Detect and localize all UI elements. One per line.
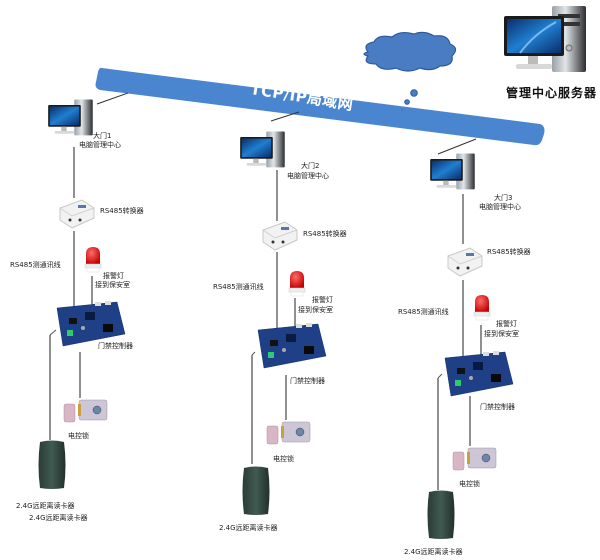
link-door1 bbox=[96, 92, 129, 105]
server-computer-icon bbox=[504, 6, 586, 72]
server-label: 管理中心服务器 bbox=[506, 86, 598, 100]
door3-converter-label: RS485转换器 bbox=[487, 248, 531, 256]
door2-reader-label: 2.4G远距离读卡器 bbox=[219, 524, 278, 532]
door1-lock-label: 电控锁 bbox=[68, 432, 89, 440]
door1-reader-label-1: 2.4G远距离读卡器 bbox=[16, 502, 75, 510]
door2-electric-lock-icon bbox=[266, 421, 311, 445]
door2-card-reader-icon bbox=[242, 466, 270, 515]
door3-controller-label: 门禁控制器 bbox=[480, 403, 515, 411]
door1-rs485-converter-icon bbox=[59, 199, 95, 229]
door3-alarm-light-icon bbox=[473, 295, 491, 321]
door3-rs485-converter-icon bbox=[447, 247, 483, 277]
door2-pc-icon bbox=[240, 131, 285, 168]
door1-electric-lock-icon bbox=[63, 399, 108, 423]
door1-pc-icon bbox=[48, 99, 93, 136]
door3-pc-icon bbox=[430, 153, 475, 190]
door2-controller-label: 门禁控制器 bbox=[290, 377, 325, 385]
door3-bus-label: RS485测通讯线 bbox=[398, 308, 449, 316]
door1-bus-label: RS485测通讯线 bbox=[10, 261, 61, 269]
door3-alarm-label-1: 报警灯 bbox=[496, 320, 517, 328]
door1-card-reader-icon bbox=[38, 440, 66, 489]
door2-rs485-converter-icon bbox=[262, 221, 298, 251]
door1-reader-label-2: 2.4G远距离读卡器 bbox=[29, 514, 88, 522]
door3-lock-label: 电控锁 bbox=[459, 480, 480, 488]
door3-card-reader-icon bbox=[427, 490, 455, 539]
door1-access-controller-icon bbox=[56, 301, 126, 347]
door1-pc-label-2: 电脑管理中心 bbox=[79, 141, 121, 149]
door2-alarm-label-2: 接到保安室 bbox=[298, 306, 333, 314]
door2-alarm-label-1: 报警灯 bbox=[312, 296, 333, 304]
door1-alarm-label-2: 接到保安室 bbox=[95, 281, 130, 289]
door2-converter-label: RS485转换器 bbox=[303, 230, 347, 238]
door3-reader-label: 2.4G远距离读卡器 bbox=[404, 548, 463, 556]
door1-controller-label: 门禁控制器 bbox=[98, 342, 133, 350]
door1-converter-label: RS485转换器 bbox=[100, 207, 144, 215]
door3-electric-lock-icon bbox=[452, 447, 497, 471]
door3-pc-label-1: 大门3 bbox=[494, 194, 513, 202]
door2-pc-label-2: 电脑管理中心 bbox=[287, 172, 329, 180]
door2-bus-label: RS485测通讯线 bbox=[213, 283, 264, 291]
door3-alarm-label-2: 接到保安室 bbox=[484, 330, 519, 338]
door2-pc-label-1: 大门2 bbox=[301, 162, 320, 170]
door3-access-controller-icon bbox=[444, 351, 514, 397]
door2-access-controller-icon bbox=[257, 323, 327, 369]
door2-alarm-light-icon bbox=[288, 271, 306, 297]
door3-pc-label-2: 电脑管理中心 bbox=[479, 203, 521, 211]
lan-band bbox=[95, 67, 545, 146]
door1-alarm-light-icon bbox=[84, 247, 102, 273]
link-door2 bbox=[270, 111, 300, 122]
door2-lock-label: 电控锁 bbox=[273, 455, 294, 463]
door1-alarm-label-1: 报警灯 bbox=[103, 272, 124, 280]
link-door3 bbox=[437, 138, 477, 155]
cloud-icon bbox=[363, 31, 457, 112]
door1-pc-label-1: 大门1 bbox=[93, 132, 112, 140]
